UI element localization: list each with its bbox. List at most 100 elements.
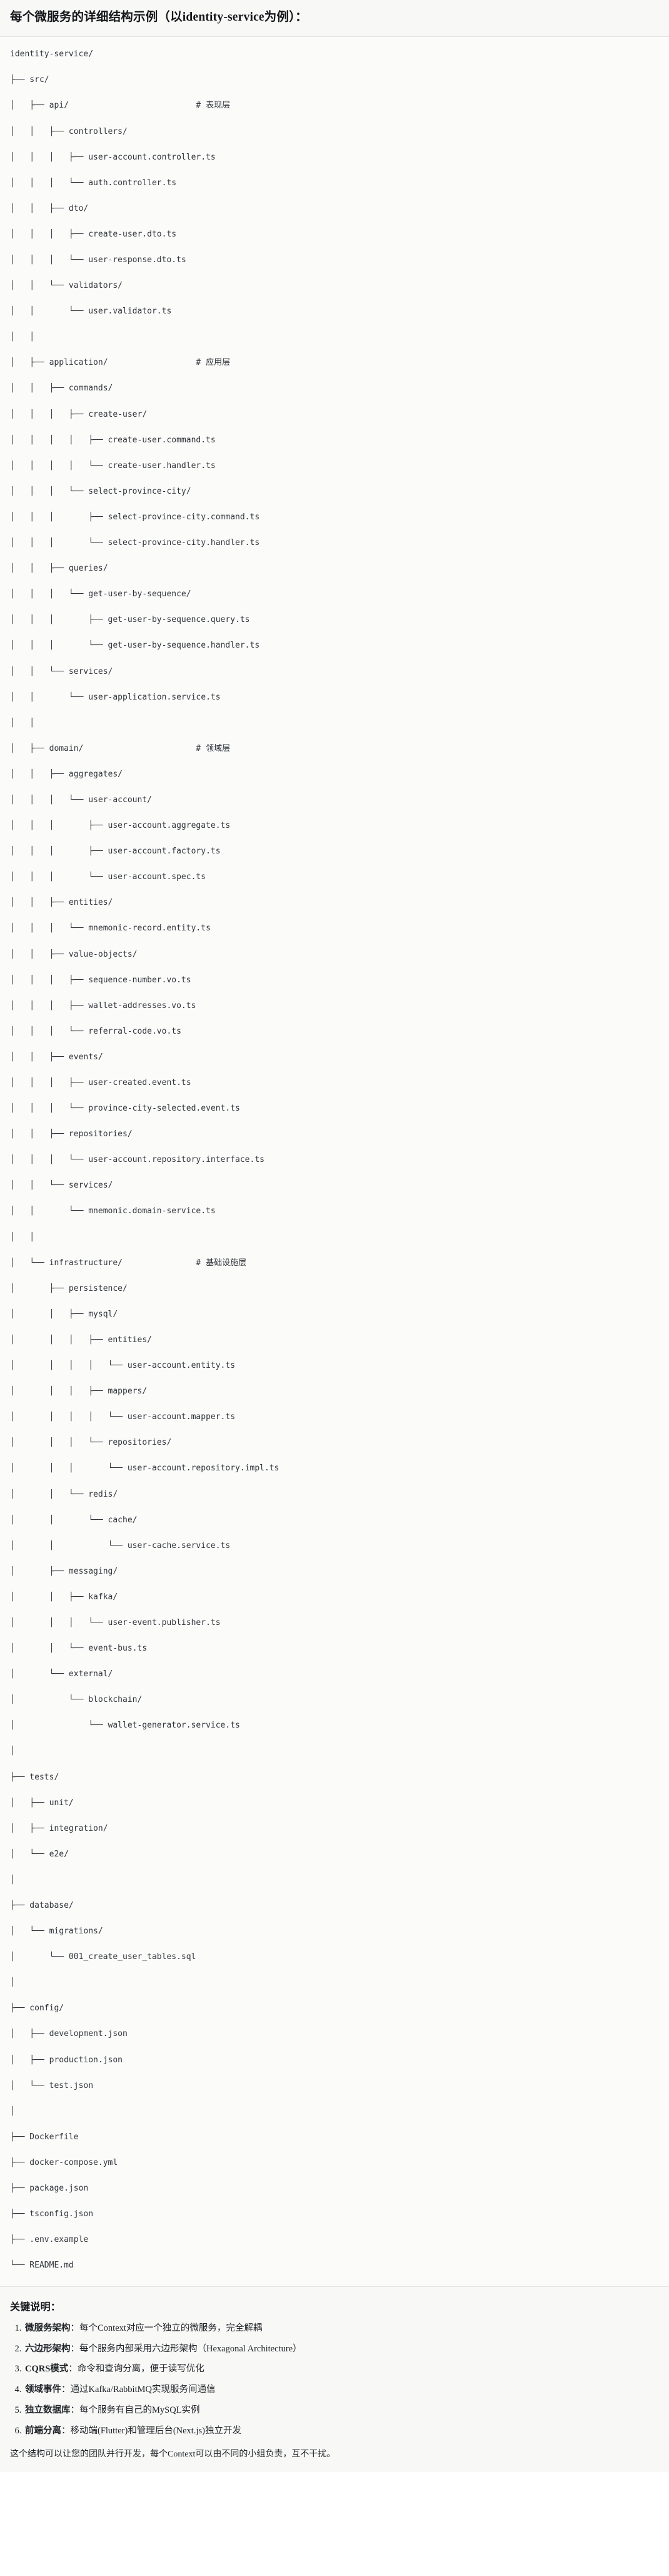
tree-line: ├── tests/ <box>10 1772 59 1782</box>
key-note-body: ：每个服务内部采用六边形架构（Hexagonal Architecture） <box>70 2343 302 2354</box>
key-notes-list: 微服务架构：每个Context对应一个独立的微服务，完全解耦六边形架构：每个服务… <box>10 2322 659 2438</box>
tree-line: │ ├── api/ # 表现层 <box>10 101 231 111</box>
tree-line: ├── database/ <box>10 1901 74 1911</box>
tree-line: │ └── infrastructure/ # 基础设施层 <box>10 1258 247 1268</box>
tree-line: ├── tsconfig.json <box>10 2209 94 2219</box>
tree-line: │ │ └── redis/ <box>10 1489 118 1499</box>
tree-line: │ │ │ ├── user-account.controller.ts <box>10 152 216 162</box>
tree-line: │ └── external/ <box>10 1669 113 1679</box>
tree-line: │ │ │ └── repositories/ <box>10 1438 172 1448</box>
tree-line: │ ├── unit/ <box>10 1798 74 1808</box>
tree-line: │ │ │ ├── user-account.aggregate.ts <box>10 821 231 831</box>
tree-line: │ │ └── event-bus.ts <box>10 1644 148 1654</box>
tree-line: │ │ │ ├── get-user-by-sequence.query.ts <box>10 615 250 625</box>
key-note-item: 六边形架构：每个服务内部采用六边形架构（Hexagonal Architectu… <box>24 2343 659 2356</box>
key-note-item: 前端分离：移动端(Flutter)和管理后台(Next.js)独立开发 <box>24 2425 659 2438</box>
tree-line: │ │ │ ├── user-account.factory.ts <box>10 847 221 857</box>
tree-line: │ │ └── services/ <box>10 666 113 676</box>
tree-line: │ │ └── services/ <box>10 1181 113 1191</box>
page-root: 每个微服务的详细结构示例（以identity-service为例）： ident… <box>0 0 669 2472</box>
key-note-body: ：移动端(Flutter)和管理后台(Next.js)独立开发 <box>61 2425 241 2436</box>
tree-line: │ │ │ ├── user-created.event.ts <box>10 1078 191 1088</box>
title-section: 每个微服务的详细结构示例（以identity-service为例）： <box>0 0 669 38</box>
key-note-item: 独立数据库：每个服务有自己的MySQL实例 <box>24 2404 659 2418</box>
closing-paragraph: 这个结构可以让您的团队并行开发，每个Context可以由不同的小组负责，互不干扰… <box>10 2450 336 2460</box>
tree-layer-comment: # 表现层 <box>196 101 231 111</box>
tree-line: │ │ │ └── get-user-by-sequence.handler.t… <box>10 641 260 651</box>
tree-line: │ │ │ └── get-user-by-sequence/ <box>10 589 191 599</box>
tree-line: │ │ │ └── select-province-city/ <box>10 486 191 496</box>
tree-line: │ │ │ └── user-account/ <box>10 795 152 805</box>
tree-line: │ │ │ ├── sequence-number.vo.ts <box>10 975 191 985</box>
tree-line: │ │ ├── mysql/ <box>10 1309 118 1319</box>
key-note-item: CQRS模式：命令和查询分离，便于读写优化 <box>24 2363 659 2376</box>
tree-line: ├── Dockerfile <box>10 2132 79 2142</box>
tree-line: │ ├── integration/ <box>10 1823 108 1833</box>
tree-line: │ │ └── cache/ <box>10 1515 138 1525</box>
tree-line: │ <box>10 2106 15 2116</box>
tree-line: │ │ │ ├── entities/ <box>10 1335 152 1345</box>
tree-line: │ │ └── user-application.service.ts <box>10 692 221 702</box>
key-notes-section: 关键说明： 微服务架构：每个Context对应一个独立的微服务，完全解耦六边形架… <box>0 2286 669 2472</box>
tree-line: │ │ <box>10 332 35 342</box>
tree-line: │ │ └── user.validator.ts <box>10 307 172 317</box>
directory-tree: identity-service/ ├── src/ │ ├── api/ # … <box>10 48 659 2273</box>
tree-line: │ │ └── user-cache.service.ts <box>10 1540 231 1550</box>
tree-line: │ │ │ └── auth.controller.ts <box>10 178 177 188</box>
tree-line: │ ├── application/ # 应用层 <box>10 358 231 368</box>
key-note-label: 六边形架构 <box>25 2343 71 2354</box>
tree-line: │ │ │ ├── mappers/ <box>10 1387 148 1397</box>
tree-line: │ └── test.json <box>10 2080 94 2090</box>
tree-line: │ │ ├── queries/ <box>10 564 108 574</box>
tree-line: │ │ │ └── select-province-city.handler.t… <box>10 538 260 548</box>
tree-line: │ ├── production.json <box>10 2055 123 2065</box>
key-note-body: ：命令和查询分离，便于读写优化 <box>68 2364 204 2375</box>
tree-line: │ <box>10 1978 15 1988</box>
tree-line: │ └── e2e/ <box>10 1849 69 1859</box>
tree-line: │ ├── domain/ # 领域层 <box>10 743 231 753</box>
key-note-label: 领域事件 <box>25 2385 61 2395</box>
tree-line: │ │ <box>10 718 35 728</box>
key-note-body: ：每个服务有自己的MySQL实例 <box>70 2405 200 2415</box>
tree-line: │ └── wallet-generator.service.ts <box>10 1721 240 1731</box>
key-note-label: 独立数据库 <box>25 2405 71 2415</box>
tree-line: │ │ │ └── user-account.repository.impl.t… <box>10 1464 279 1474</box>
page-title: 每个微服务的详细结构示例（以identity-service为例）： <box>10 11 308 24</box>
tree-line: │ │ │ └── user-event.publisher.ts <box>10 1617 221 1627</box>
key-note-body: ：通过Kafka/RabbitMQ实现服务间通信 <box>61 2385 216 2395</box>
tree-line: │ └── migrations/ <box>10 1927 103 1937</box>
tree-line: │ │ │ │ └── user-account.entity.ts <box>10 1361 236 1371</box>
tree-line: │ │ └── mnemonic.domain-service.ts <box>10 1206 216 1216</box>
tree-line: │ │ ├── repositories/ <box>10 1129 133 1139</box>
tree-line: ├── docker-compose.yml <box>10 2157 118 2167</box>
tree-line: │ <box>10 1875 15 1885</box>
tree-line: │ │ │ ├── select-province-city.command.t… <box>10 512 260 522</box>
tree-line: │ │ │ │ ├── create-user.command.ts <box>10 435 216 445</box>
tree-line: │ │ ├── entities/ <box>10 898 113 908</box>
tree-line: │ ├── persistence/ <box>10 1283 128 1293</box>
tree-line: ├── package.json <box>10 2184 89 2194</box>
tree-line: │ │ ├── commands/ <box>10 384 113 394</box>
tree-line: │ │ │ │ └── create-user.handler.ts <box>10 461 216 471</box>
tree-line: │ │ │ │ └── user-account.mapper.ts <box>10 1412 236 1422</box>
key-note-label: 前端分离 <box>25 2425 61 2436</box>
tree-line: ├── config/ <box>10 2003 64 2013</box>
tree-layer-comment: # 领域层 <box>196 743 231 753</box>
tree-layer-comment: # 基础设施层 <box>196 1258 247 1268</box>
tree-line: ├── .env.example <box>10 2235 89 2245</box>
directory-tree-code: identity-service/ ├── src/ │ ├── api/ # … <box>10 48 659 2273</box>
key-note-label: CQRS模式 <box>25 2364 69 2375</box>
tree-line: identity-service/ <box>10 49 94 59</box>
tree-line: │ │ ├── dto/ <box>10 203 89 213</box>
tree-line: │ <box>10 1746 15 1756</box>
key-notes-title: 关键说明： <box>10 2301 61 2313</box>
tree-layer-comment: # 应用层 <box>196 358 231 368</box>
tree-line: ├── src/ <box>10 75 49 85</box>
tree-line: │ │ │ ├── create-user/ <box>10 409 148 419</box>
key-note-item: 微服务架构：每个Context对应一个独立的微服务，完全解耦 <box>24 2322 659 2336</box>
key-note-item: 领域事件：通过Kafka/RabbitMQ实现服务间通信 <box>24 2383 659 2397</box>
key-note-body: ：每个Context对应一个独立的微服务，完全解耦 <box>70 2323 263 2333</box>
tree-line: │ ├── development.json <box>10 2029 128 2039</box>
tree-line: │ │ │ └── province-city-selected.event.t… <box>10 1104 240 1114</box>
tree-line: │ │ │ └── referral-code.vo.ts <box>10 1026 181 1036</box>
